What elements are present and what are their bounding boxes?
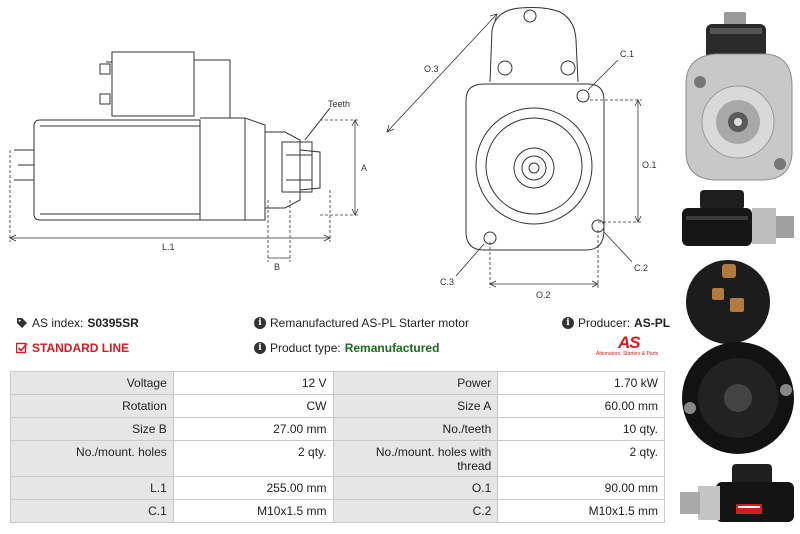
info-icon: i <box>254 317 266 329</box>
spec-label: No./mount. holes <box>10 440 174 477</box>
spec-value: 60.00 mm <box>497 394 665 418</box>
label-c3: C.3 <box>440 277 454 287</box>
producer-value: AS-PL <box>634 316 671 330</box>
info-icon: i <box>254 342 266 354</box>
hole-c1 <box>576 89 590 103</box>
spec-value: 27.00 mm <box>172 417 334 441</box>
label-c1: C.1 <box>620 49 634 59</box>
description-text: Remanufactured AS-PL Starter motor <box>270 316 469 330</box>
label-l1: L.1 <box>162 242 175 252</box>
product-type: i Product type: Remanufactured <box>254 341 439 355</box>
spec-label: Rotation <box>10 394 174 418</box>
spec-value: 90.00 mm <box>497 476 665 500</box>
spec-value: 255.00 mm <box>172 476 334 500</box>
producer: i Producer: AS-PL <box>562 316 670 330</box>
photo-side-view[interactable] <box>676 186 798 252</box>
technical-drawing: Teeth A L.1 B <box>0 0 672 305</box>
spec-label: O.1 <box>332 476 499 500</box>
product-photos <box>672 0 800 534</box>
spec-label: Power <box>332 371 499 395</box>
product-type-label: Product type: <box>270 341 341 355</box>
spec-label: Size A <box>332 394 499 418</box>
product-type-value: Remanufactured <box>344 341 440 355</box>
spec-label: Voltage <box>10 371 174 395</box>
spec-value: M10x1.5 mm <box>172 499 334 523</box>
logo-mark: AS <box>618 333 641 352</box>
front-top-lug <box>489 7 579 83</box>
label-o3: O.3 <box>424 64 439 74</box>
label-a: A <box>361 163 367 173</box>
as-index-value: S0395SR <box>87 316 139 330</box>
label-o2: O.2 <box>536 290 551 300</box>
front-flange-outline <box>465 83 605 251</box>
spec-value: 10 qty. <box>497 417 665 441</box>
spec-label: C.1 <box>10 499 174 523</box>
as-pl-logo: AS Alternators, Starters & Parts <box>596 333 664 365</box>
spec-value: CW <box>172 394 334 418</box>
photo-rear-view[interactable] <box>676 258 798 458</box>
description: i Remanufactured AS-PL Starter motor <box>254 316 469 330</box>
product-info: AS index: S0395SR i Remanufactured AS-PL… <box>10 312 670 364</box>
spec-label: L.1 <box>10 476 174 500</box>
photo-front-view[interactable] <box>676 4 798 184</box>
tag-icon <box>16 317 28 329</box>
spec-label: C.2 <box>332 499 499 523</box>
as-index-label: AS index: <box>32 316 84 330</box>
spec-value: 1.70 kW <box>497 371 665 395</box>
logo-tagline: Alternators, Starters & Parts <box>596 351 659 357</box>
spec-value: 12 V <box>172 371 334 395</box>
solenoid-outline <box>111 51 195 117</box>
spec-label: No./teeth <box>332 417 499 441</box>
spec-label: No./mount. holes with thread <box>332 440 499 477</box>
photo-top-view[interactable] <box>676 460 798 530</box>
spec-value: 2 qty. <box>497 440 665 477</box>
motor-body-outline <box>33 119 201 221</box>
spec-value: M10x1.5 mm <box>497 499 665 523</box>
label-o1: O.1 <box>642 160 657 170</box>
front-bore-outer <box>475 107 593 225</box>
label-c2: C.2 <box>634 263 648 273</box>
producer-label: Producer: <box>578 316 631 330</box>
as-index: AS index: S0395SR <box>16 316 139 330</box>
label-b: B <box>274 262 280 272</box>
standard-line: STANDARD LINE <box>16 341 129 355</box>
spec-label: Size B <box>10 417 174 441</box>
info-icon: i <box>562 317 574 329</box>
starter-diagram: Teeth A L.1 B <box>9 7 657 300</box>
spec-value: 2 qty. <box>172 440 334 477</box>
checkbox-checked-icon <box>16 342 28 354</box>
label-teeth: Teeth <box>328 99 350 109</box>
standard-line-text: STANDARD LINE <box>32 341 130 355</box>
